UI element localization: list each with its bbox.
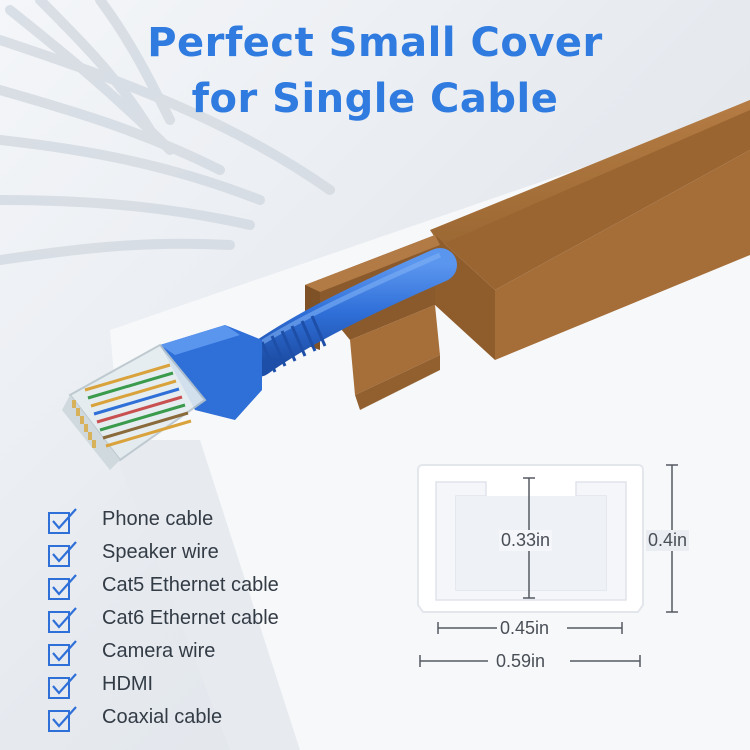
list-item: Cat6 Ethernet cable [48, 602, 279, 635]
list-item-label: Phone cable [102, 508, 214, 530]
list-item-label: HDMI [102, 673, 154, 695]
dimension-outer-width: 0.59in [496, 651, 546, 671]
rj45-connector [62, 343, 207, 470]
checkbox-checked-icon [48, 672, 77, 699]
checkbox-checked-icon [48, 540, 77, 567]
headline-line-2: for Single Cable [191, 76, 559, 122]
checkbox-checked-icon [48, 507, 77, 534]
checkbox-checked-icon [48, 639, 77, 666]
ethernet-cable [160, 248, 457, 420]
list-item: HDMI [48, 668, 279, 701]
headline-line-1: Perfect Small Cover [147, 20, 603, 66]
list-item: Camera wire [48, 635, 279, 668]
checkbox-checked-icon [48, 573, 77, 600]
dimension-inner-height: 0.33in [499, 530, 553, 551]
list-item-label: Coaxial cable [102, 706, 223, 728]
dimension-inner-width: 0.45in [500, 618, 550, 638]
list-item: Phone cable [48, 503, 279, 536]
list-item: Coaxial cable [48, 701, 279, 734]
checkbox-checked-icon [48, 705, 77, 732]
checkbox-checked-icon [48, 606, 77, 633]
list-item-label: Cat6 Ethernet cable [102, 607, 279, 629]
dimension-outer-height: 0.4in [646, 530, 690, 551]
list-item-label: Speaker wire [102, 541, 219, 563]
list-item: Speaker wire [48, 536, 279, 569]
list-item: Cat5 Ethernet cable [48, 569, 279, 602]
compatible-cables-list: Phone cable Speaker wire Cat5 Ethernet c… [48, 503, 279, 734]
leaf-shadow [0, 0, 335, 265]
list-item-label: Camera wire [102, 640, 216, 662]
shelf-edge [110, 440, 300, 750]
list-item-label: Cat5 Ethernet cable [102, 574, 279, 596]
